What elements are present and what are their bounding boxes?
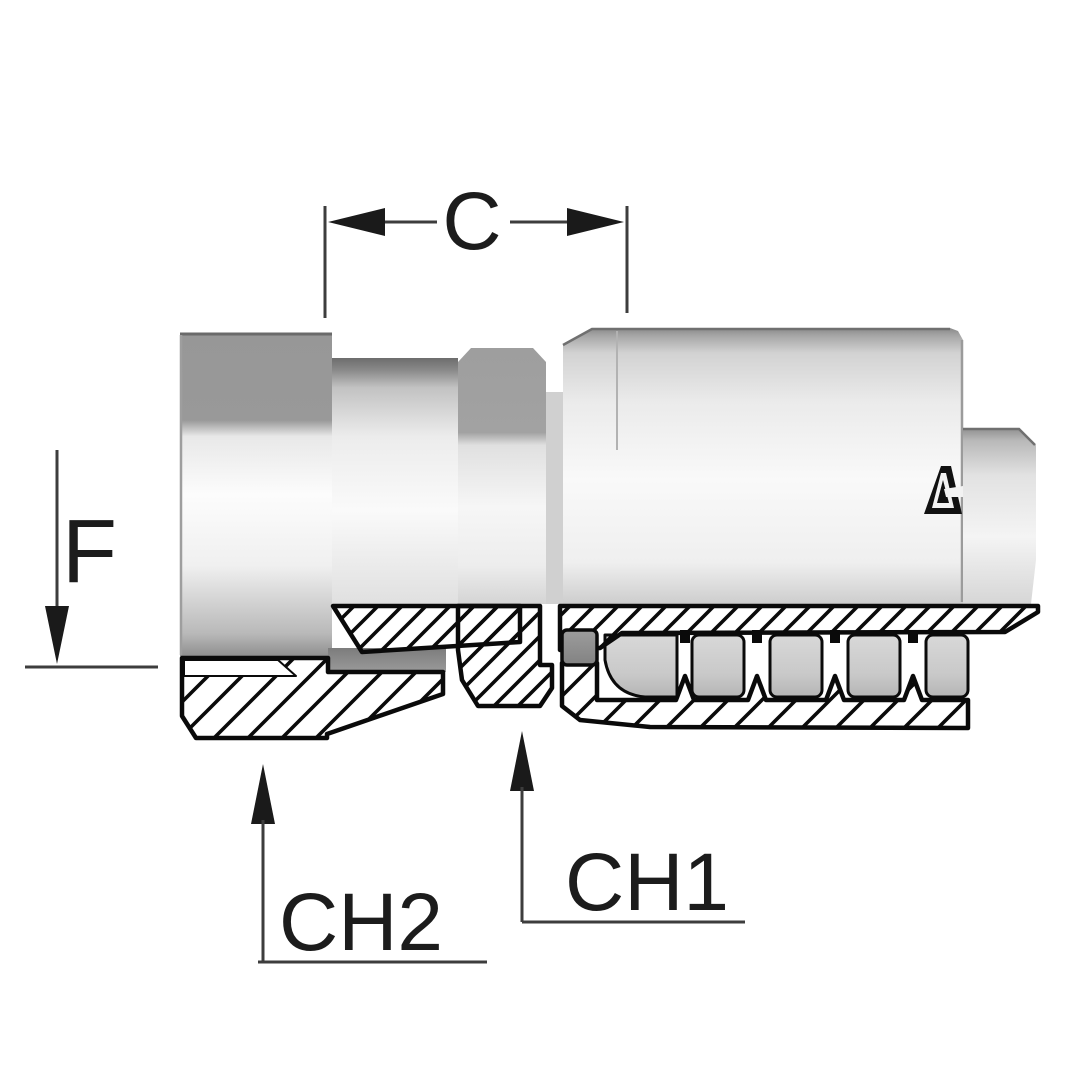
dimension-f-label: F <box>62 502 117 602</box>
collar-section-hatch <box>455 603 555 709</box>
ferrule-top-edge <box>562 327 950 347</box>
crimp-tooth <box>846 633 902 699</box>
dim-f-arrow <box>45 606 69 664</box>
dimension-f <box>25 450 158 669</box>
fitting-outside-view <box>179 327 1036 656</box>
insert-section-hatch <box>559 660 971 731</box>
crimp-tooth <box>924 633 970 699</box>
leader-ch1 <box>510 731 745 924</box>
swivel-collar <box>332 358 458 604</box>
crimp-teeth <box>603 633 970 699</box>
nut-section-hatch <box>179 655 446 741</box>
compression-hex <box>458 348 546 604</box>
ch2-label: CH2 <box>279 877 443 968</box>
bell-top-edge <box>963 427 1036 446</box>
dim-c-arrow-right <box>567 208 624 236</box>
ch1-arrow <box>510 731 534 791</box>
serration-notches <box>680 630 918 643</box>
ch2-arrow <box>251 764 275 824</box>
manufacturer-logo-icon <box>924 466 963 514</box>
ch1-label: CH1 <box>565 837 729 928</box>
seal-ring <box>560 628 599 667</box>
swivel-hex-nut <box>180 333 332 656</box>
crimp-tooth <box>603 633 679 699</box>
thread-clearance-gap <box>183 659 297 677</box>
leader-ch2 <box>251 764 487 964</box>
fitting-section-view <box>179 603 1041 741</box>
ferrule-shell <box>563 328 963 604</box>
dimension-c <box>323 206 629 318</box>
dim-c-arrow-left <box>328 208 385 236</box>
dimension-c-label: C <box>442 176 501 267</box>
crimp-tooth <box>690 633 746 699</box>
hose-entry-bell <box>963 428 1036 604</box>
crimp-tooth <box>768 633 824 699</box>
